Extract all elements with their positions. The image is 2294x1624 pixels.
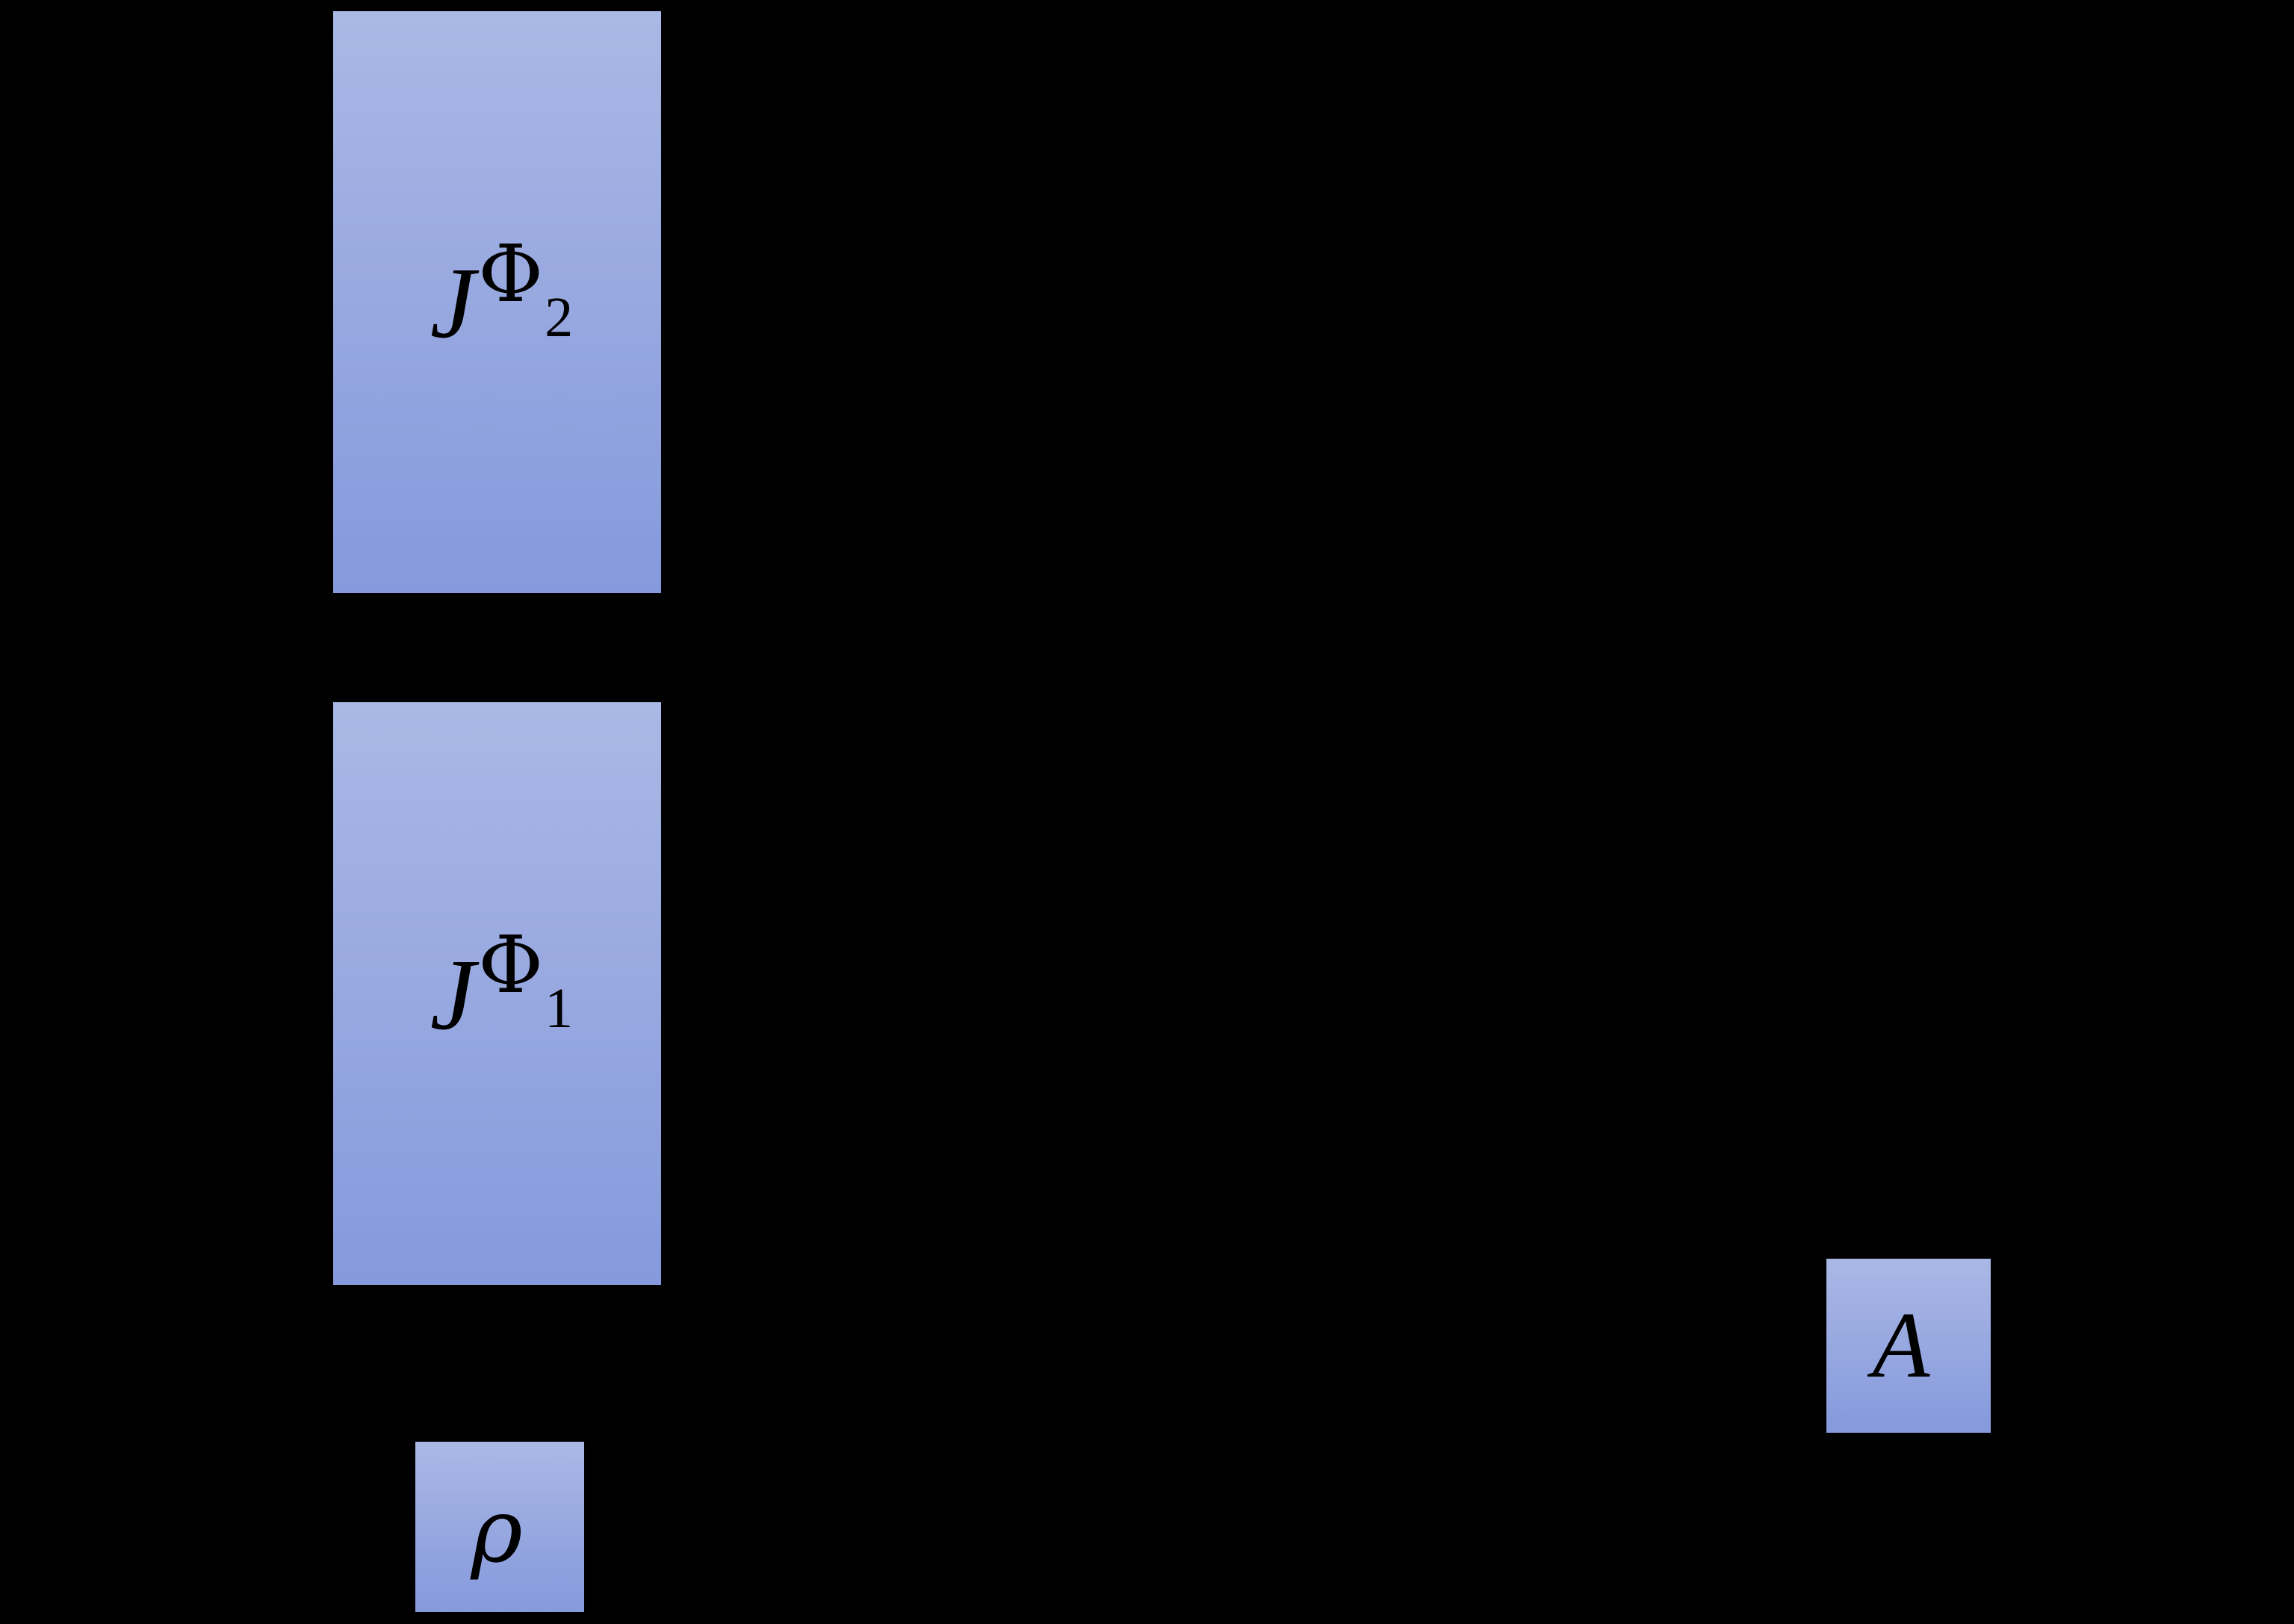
node-j-phi1-superscript: Φ [478, 920, 544, 1012]
node-a-base: A [1872, 1293, 1930, 1398]
node-j-phi2-label: JΦ2 [430, 235, 574, 354]
node-j-phi2-subscript: 2 [545, 285, 574, 349]
node-a[interactable]: A [1826, 1259, 1991, 1433]
node-j-phi1-base: J [430, 938, 476, 1051]
node-rho[interactable]: ρ [415, 1442, 584, 1612]
node-j-phi1-label: JΦ1 [430, 926, 573, 1046]
node-j-phi2[interactable]: JΦ2 [333, 11, 661, 593]
node-j-phi1-subscript: 1 [545, 977, 574, 1041]
node-j-phi2-superscript: Φ [478, 228, 544, 320]
node-rho-label: ρ [471, 1487, 522, 1576]
node-j-phi1[interactable]: JΦ1 [333, 702, 661, 1285]
node-rho-base: ρ [471, 1479, 523, 1582]
node-a-label: A [1873, 1298, 1933, 1393]
node-j-phi2-base: J [430, 247, 476, 360]
